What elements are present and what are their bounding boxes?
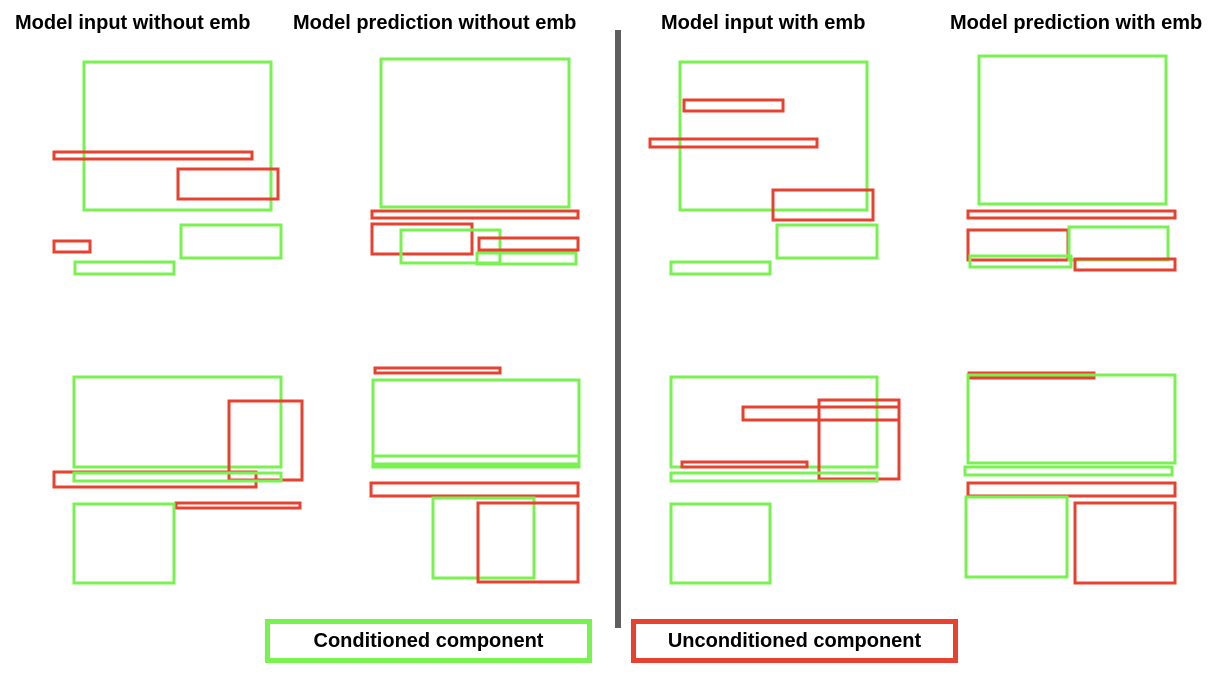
unconditioned-box <box>817 398 901 481</box>
conditioned-box <box>379 57 571 209</box>
conditioned-box <box>669 471 879 483</box>
unconditioned-box <box>680 460 809 469</box>
conditioned-box <box>399 228 502 265</box>
conditioned-box <box>371 378 581 469</box>
unconditioned-box <box>476 501 580 584</box>
unconditioned-box <box>373 366 502 375</box>
conditioned-box <box>431 496 536 580</box>
unconditioned-box <box>370 222 474 256</box>
conditioned-box <box>179 223 283 260</box>
conditioned-box <box>966 373 1177 465</box>
legend-conditioned: Conditioned component <box>265 619 592 663</box>
unconditioned-box <box>174 501 302 510</box>
unconditioned-box <box>682 98 785 113</box>
unconditioned-box <box>1073 501 1177 585</box>
conditioned-box <box>669 502 772 585</box>
panel-title-prediction-without-emb: Model prediction without emb <box>293 12 577 34</box>
conditioned-box <box>72 502 176 585</box>
unconditioned-box <box>52 239 92 254</box>
conditioned-box <box>678 60 869 212</box>
conditioned-box <box>669 375 879 469</box>
conditioned-box <box>669 260 772 276</box>
conditioned-box <box>977 54 1168 206</box>
legend-conditioned-label: Conditioned component <box>313 629 544 652</box>
legend-unconditioned: Unconditioned component <box>631 619 958 663</box>
conditioned-box <box>963 465 1174 477</box>
unconditioned-box <box>1073 257 1177 272</box>
conditioned-box <box>72 471 283 483</box>
unconditioned-box <box>648 137 819 149</box>
unconditioned-box <box>966 481 1177 498</box>
unconditioned-box <box>370 209 580 220</box>
conditioned-box <box>82 60 273 212</box>
panel-title-prediction-with-emb: Model prediction with emb <box>950 12 1203 34</box>
conditioned-box <box>73 260 176 276</box>
conditioned-box <box>968 254 1073 269</box>
panel-title-input-with-emb: Model input with emb <box>661 12 866 34</box>
conditioned-box <box>72 375 283 469</box>
legend-unconditioned-label: Unconditioned component <box>667 629 922 652</box>
panel-title-input-without-emb: Model input without emb <box>15 12 251 34</box>
unconditioned-box <box>966 209 1177 220</box>
unconditioned-box <box>369 481 580 498</box>
conditioned-box <box>475 251 578 266</box>
unconditioned-box <box>52 150 254 161</box>
unconditioned-box <box>771 188 875 222</box>
unconditioned-box <box>477 236 580 252</box>
conditioned-box <box>1067 225 1170 262</box>
conditioned-box <box>371 454 581 466</box>
conditioned-box <box>775 223 879 260</box>
unconditioned-box <box>176 167 280 201</box>
conditioned-box <box>964 495 1069 579</box>
section-divider <box>615 30 621 628</box>
